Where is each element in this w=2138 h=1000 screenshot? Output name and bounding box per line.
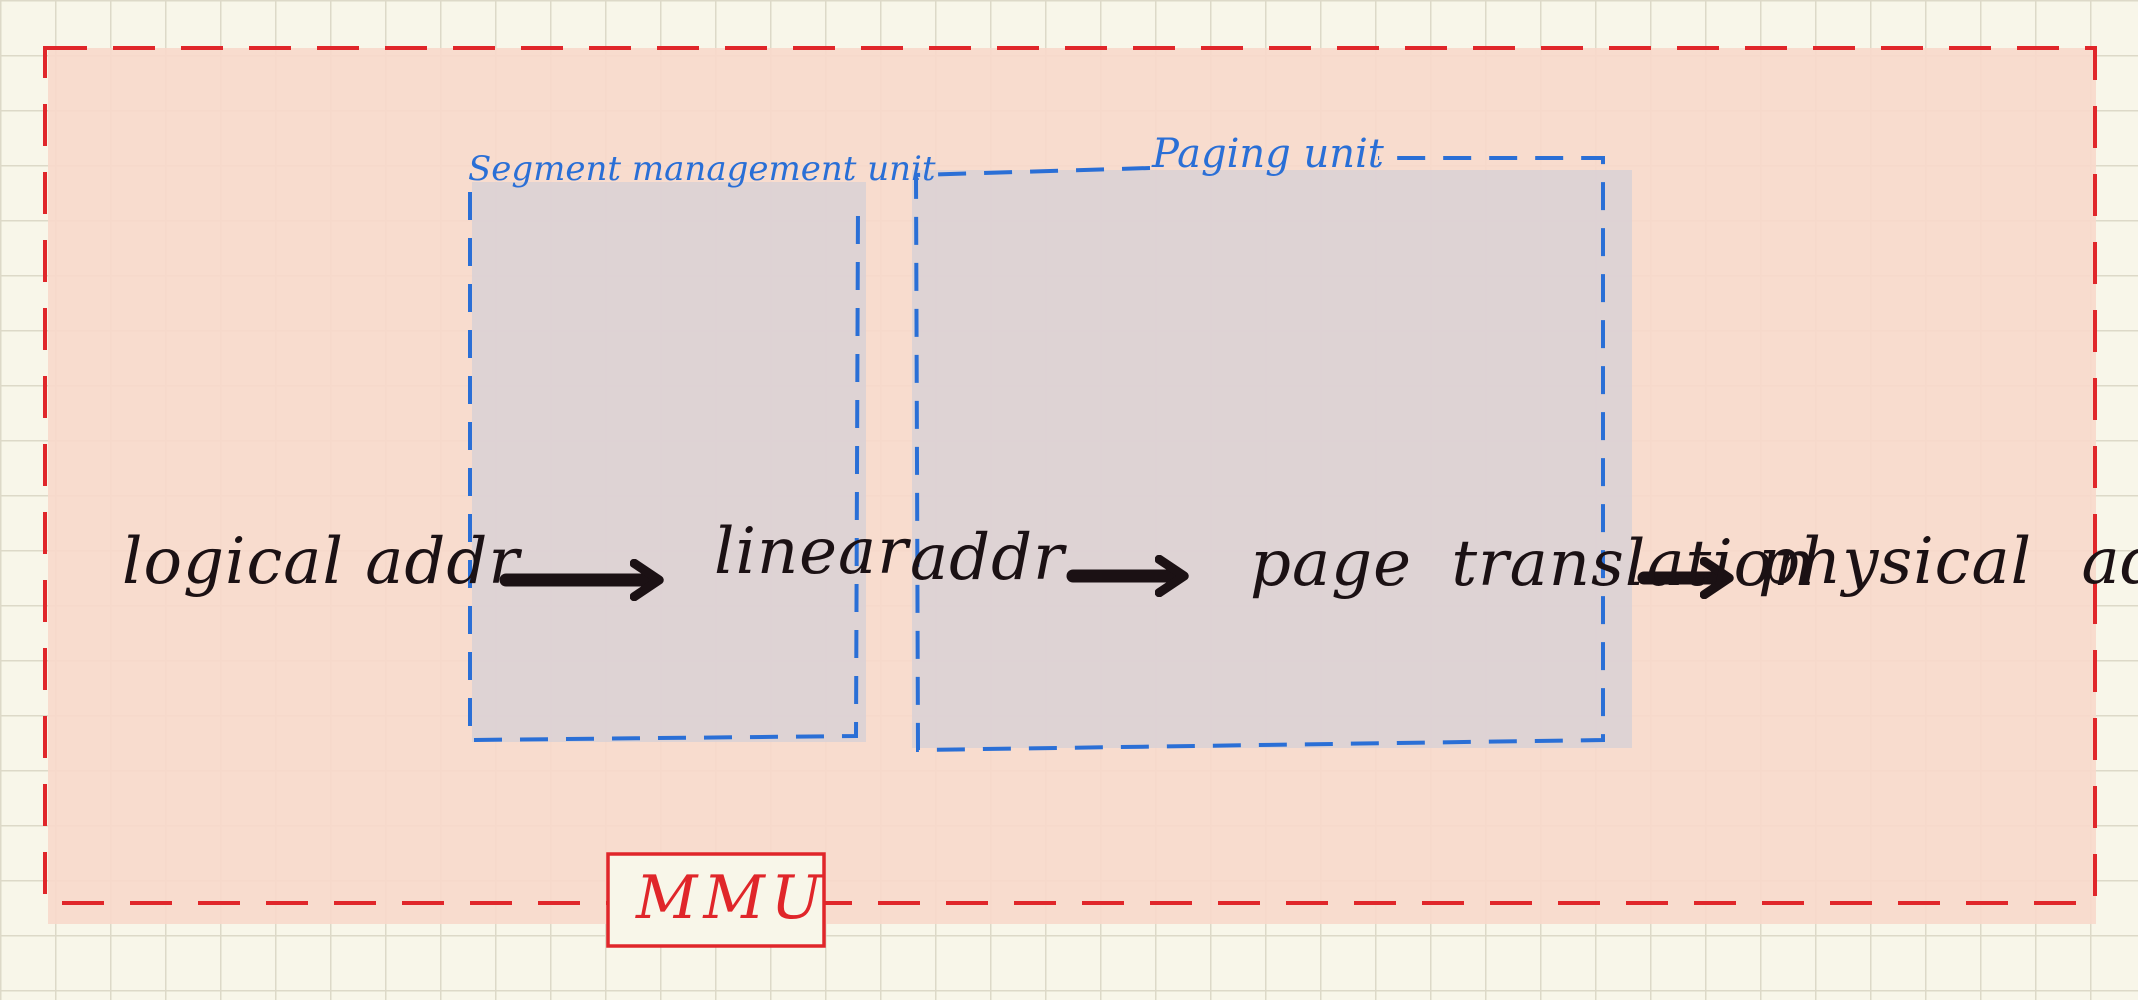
- segment-unit-title: Segment management unit: [468, 149, 936, 189]
- paging-unit-title: Paging unit: [1152, 131, 1384, 177]
- mmu-label-box: [606, 852, 826, 948]
- physical-addr-label: physical addr: [1758, 525, 2138, 599]
- mmu-label: MMU: [636, 863, 828, 933]
- addr-label: addr: [910, 521, 1065, 595]
- mmu-dashed-border: [43, 46, 2097, 905]
- logical-addr-label: logical addr: [122, 525, 520, 599]
- page-translation-label: page translation: [1250, 527, 1816, 601]
- paging-unit-fill: [912, 170, 1632, 748]
- paging-unit-dashed-border: [913, 156, 1605, 753]
- segment-unit-fill: [472, 182, 866, 742]
- segment-unit-dashed-border: [468, 192, 860, 743]
- linear-label: linear: [714, 515, 909, 589]
